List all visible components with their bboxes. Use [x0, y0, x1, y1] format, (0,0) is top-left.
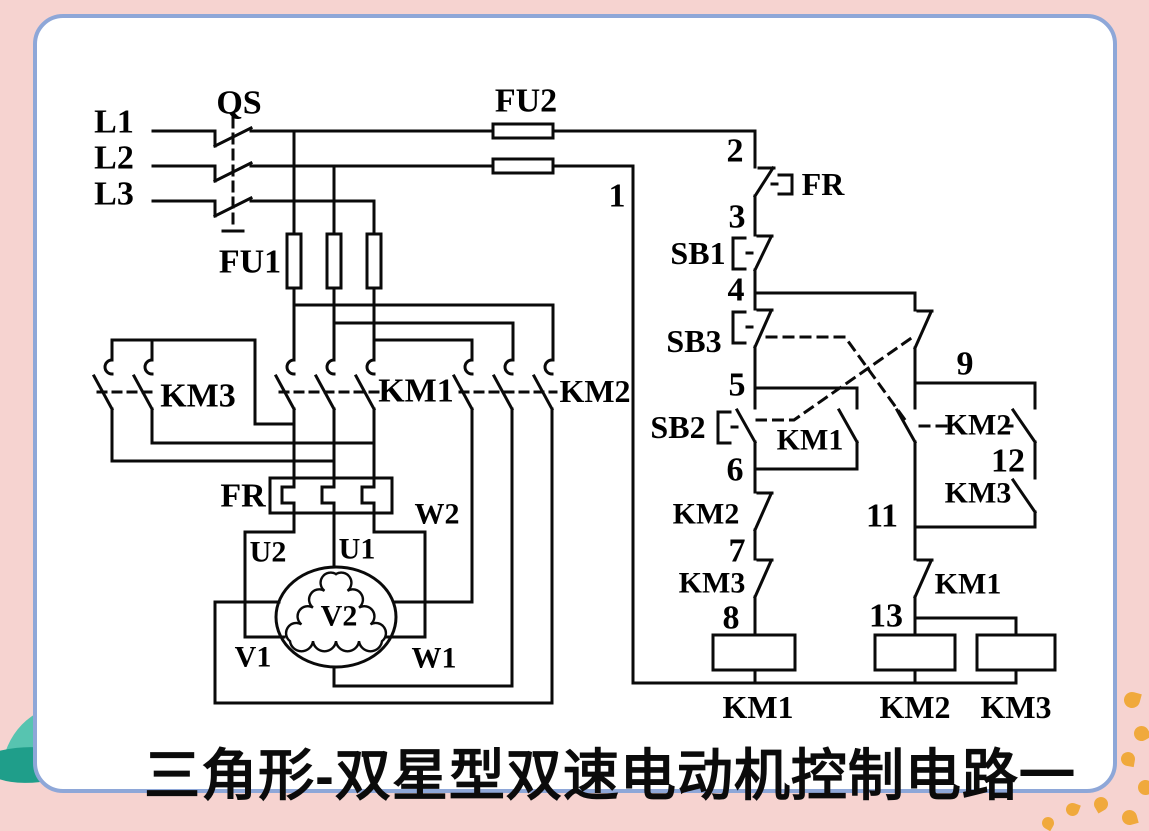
label-v1: V1: [235, 641, 272, 674]
label-km2-power: KM2: [559, 373, 630, 409]
km2-power-contactor: [451, 358, 558, 705]
fu2-fuses: [491, 122, 555, 175]
km3-power-contactor: [91, 338, 376, 463]
label-w2: W2: [415, 498, 460, 531]
dashed-linkages: [755, 335, 1014, 428]
label-n5: 5: [729, 367, 746, 404]
label-km1-aux: KM1: [777, 424, 844, 457]
label-km1-nc: KM1: [935, 568, 1002, 601]
control-return-bus: [631, 164, 1018, 685]
control-left-column: [711, 129, 917, 685]
label-l1: L1: [94, 104, 134, 141]
label-km1-power: KM1: [378, 373, 454, 410]
label-sb2: SB2: [650, 409, 705, 445]
label-n2: 2: [727, 133, 744, 170]
control-right-column: [873, 291, 1057, 685]
label-km3-coil: KM3: [980, 689, 1051, 725]
label-v2: V2: [321, 600, 358, 633]
qs-switch-linkage: [221, 116, 245, 233]
label-n3: 3: [729, 199, 746, 236]
label-n1: 1: [609, 178, 626, 215]
label-n6: 6: [727, 452, 744, 489]
label-n13: 13: [869, 598, 903, 635]
label-sb3: SB3: [666, 323, 721, 359]
label-fr-ctl: FR: [802, 166, 846, 202]
label-n9: 9: [957, 346, 974, 383]
label-km3-nc: KM3: [679, 567, 746, 600]
diagram-title: 三角形-双星型双速电动机控制电路一: [144, 744, 1076, 807]
label-fu2: FU2: [495, 83, 557, 120]
label-km3-aux: KM3: [945, 477, 1012, 510]
label-n11: 11: [866, 498, 898, 535]
km1-power-contactor: [273, 358, 382, 480]
label-sb1: SB1: [670, 235, 725, 271]
label-n8: 8: [723, 600, 740, 637]
label-n4: 4: [728, 272, 745, 309]
label-km2-nc: KM2: [673, 498, 740, 531]
label-km2-coil: KM2: [879, 689, 950, 725]
label-fu1: FU1: [219, 244, 281, 281]
label-u2: U2: [250, 536, 287, 569]
motor-lead-wires: [213, 511, 554, 705]
label-km3-power: KM3: [160, 378, 236, 415]
label-w1: W1: [412, 642, 457, 675]
label-fr-power: FR: [220, 478, 266, 515]
label-km2-aux: KM2: [945, 409, 1012, 442]
label-km1-coil: KM1: [722, 689, 793, 725]
power-incoming-lines: [151, 125, 757, 219]
motor-symbol: [274, 565, 398, 669]
label-l2: L2: [94, 140, 134, 177]
label-l3: L3: [94, 176, 134, 213]
label-qs: QS: [216, 85, 261, 122]
label-n12: 12: [991, 443, 1025, 480]
label-u1: U1: [339, 533, 376, 566]
km2-feed-wires: [292, 303, 555, 362]
label-n7: 7: [729, 533, 746, 570]
fr-thermal-element: [268, 476, 394, 515]
